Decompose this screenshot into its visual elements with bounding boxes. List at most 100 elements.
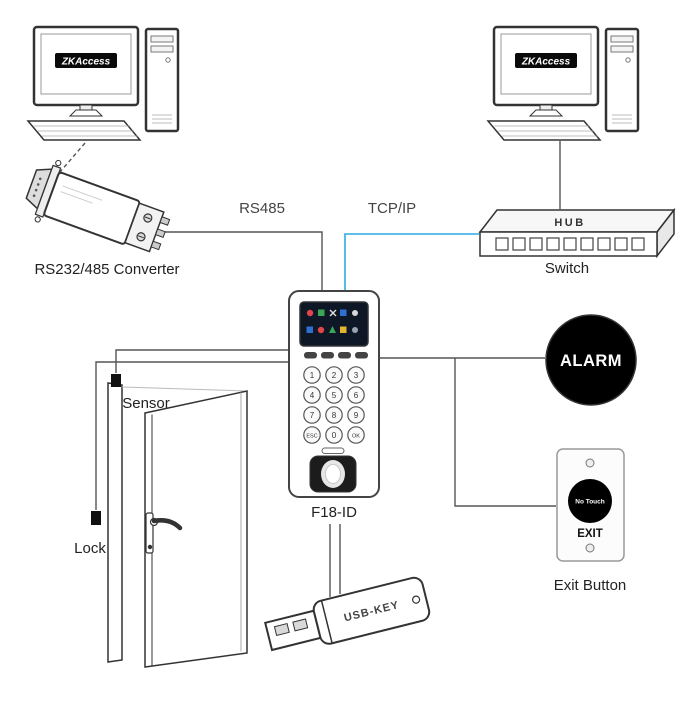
- terminal-screw-slot: [138, 235, 144, 239]
- door-panel: [144, 390, 248, 668]
- terminal-label: F18-ID: [311, 504, 357, 521]
- key-6-label: 6: [354, 391, 359, 400]
- screen-icon-gray: [352, 327, 358, 333]
- switch-port: [580, 237, 594, 251]
- db9-pin: [38, 177, 42, 181]
- key-4-label: 4: [310, 391, 315, 400]
- db9-screw: [55, 159, 62, 167]
- screen-icon-blue: [340, 309, 347, 316]
- keypad: 1 2 3 4 5 6 7 8 9 ESC 0 OK: [303, 366, 365, 444]
- screw-icon: [585, 543, 595, 553]
- sensor-indicator: [111, 374, 121, 387]
- converter-print-line: [62, 185, 103, 201]
- key-0: [325, 426, 343, 444]
- key-ok: [347, 426, 365, 444]
- alarm-disc: [545, 314, 637, 406]
- function-key: [321, 352, 334, 359]
- terminal-to-sensor-line: [115, 349, 289, 373]
- key-5-label: 5: [332, 391, 337, 400]
- lanyard-hole: [411, 595, 421, 604]
- no-touch-text: No Touch: [575, 499, 605, 506]
- screen-icon-green-triangle: [329, 326, 336, 333]
- wire-stud: [154, 228, 166, 239]
- rs232-485-converter: [25, 159, 171, 253]
- screen-icon-x: [329, 309, 337, 317]
- switch-port: [597, 237, 611, 251]
- screw-icon: [585, 458, 595, 468]
- rs485-line: [152, 231, 323, 291]
- f18-terminal: 1 2 3 4 5 6 7 8 9 ESC 0 OK: [288, 290, 380, 498]
- alarm-text: ALARM: [560, 352, 622, 370]
- keyhole-icon: [147, 544, 153, 550]
- usb-key: USB-KEY: [264, 576, 431, 652]
- usb-collar-line: [320, 600, 333, 644]
- converter-label: RS232/485 Converter: [34, 261, 179, 278]
- tcpip-line: [344, 233, 479, 291]
- pc-to-converter-line: [59, 142, 86, 173]
- lock-label: Lock: [74, 540, 106, 557]
- key-3-label: 3: [354, 371, 359, 380]
- screen-icon-yellow: [340, 326, 347, 333]
- usb-connector-hole: [292, 618, 309, 632]
- key-4: [303, 386, 321, 404]
- switch-label: Switch: [545, 260, 589, 277]
- door-lintel: [121, 386, 248, 392]
- sensor-label: Sensor: [122, 395, 170, 412]
- db9-pin: [34, 188, 38, 192]
- wire-stud: [150, 240, 162, 251]
- door-handle-lever: [151, 518, 183, 531]
- function-key: [355, 352, 368, 359]
- key-0-label: 0: [332, 431, 337, 440]
- switch-port: [529, 237, 543, 251]
- function-key: [338, 352, 351, 359]
- key-7-label: 7: [310, 411, 315, 420]
- key-8-label: 8: [332, 411, 337, 420]
- key-1: [303, 366, 321, 384]
- rs485-label: RS485: [239, 200, 285, 217]
- screen-icon-red: [306, 309, 314, 317]
- key-5: [325, 386, 343, 404]
- key-2-label: 2: [332, 371, 337, 380]
- key-2: [325, 366, 343, 384]
- switch-ports: [495, 237, 645, 251]
- door-jamb: [107, 382, 123, 663]
- usb-connector-hole: [273, 622, 290, 637]
- no-touch-button: [568, 479, 612, 523]
- key-esc-label: ESC: [306, 434, 317, 440]
- key-esc: [303, 426, 321, 444]
- key-8: [325, 406, 343, 424]
- key-9: [347, 406, 365, 424]
- db9-pin: [32, 194, 36, 198]
- converter-print-line: [60, 191, 93, 204]
- screen-icon-red: [317, 326, 325, 334]
- door: [91, 374, 248, 668]
- exit-text: EXIT: [577, 528, 603, 540]
- led-slot: [321, 447, 345, 454]
- screen-icon-blue: [306, 326, 313, 333]
- usb-body: [312, 576, 431, 645]
- exit-button-label: Exit Button: [554, 577, 627, 594]
- lock-indicator: [91, 511, 101, 525]
- key-9-label: 9: [354, 411, 359, 420]
- function-key-row: [304, 352, 368, 359]
- switch-port: [631, 237, 645, 251]
- screen-icon-white: [352, 310, 358, 316]
- alarm: ALARM: [545, 314, 637, 406]
- key-3: [347, 366, 365, 384]
- hub-text: HUB: [554, 217, 585, 229]
- fingerprint-sensor: [309, 455, 357, 493]
- screen-icons: [306, 309, 358, 334]
- network-switch: HUB: [478, 207, 676, 259]
- computer-right: [486, 25, 640, 142]
- terminal-to-lock-line: [95, 361, 289, 510]
- terminal-screen: [299, 301, 369, 347]
- screen-icon-green: [318, 309, 325, 316]
- db9-pin: [36, 183, 40, 186]
- computer-left: [26, 25, 180, 142]
- key-ok-label: OK: [352, 434, 360, 440]
- switch-port: [495, 237, 509, 251]
- db9-screw: [34, 216, 41, 223]
- switch-port: [563, 237, 577, 251]
